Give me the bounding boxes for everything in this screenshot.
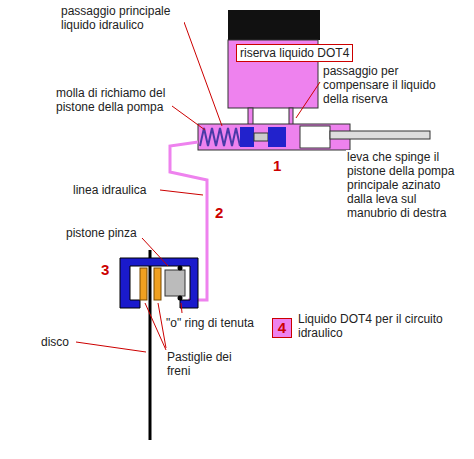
part-label: Pastiglie dei freni: [166, 350, 248, 378]
part-label: pistone pinza: [65, 226, 138, 240]
brake-pad: [140, 268, 147, 300]
part-label: riserva liquido DOT4: [236, 44, 353, 62]
legend-swatch: 4: [272, 318, 292, 338]
o-ring: [178, 296, 183, 301]
piston-rod: [254, 133, 268, 141]
disc: [149, 250, 152, 440]
return-spring: [200, 128, 240, 146]
o-ring: [178, 266, 183, 271]
callout-number: 2: [214, 205, 224, 221]
caliper: [120, 258, 198, 308]
part-label: disco: [40, 335, 70, 349]
part-label: molla di richiamo del pistone della pomp…: [55, 86, 172, 114]
piston-seat: [300, 126, 330, 148]
master-cylinder: [198, 124, 350, 150]
pump-piston: [268, 127, 286, 147]
callout-number: 3: [100, 262, 110, 278]
pump-piston: [240, 127, 254, 147]
main-passage: [248, 108, 253, 125]
part-label: passaggio principale liquido idraulico: [60, 4, 184, 32]
legend-text: Liquido DOT4 per il circuito idraulico: [298, 312, 448, 340]
part-label: "o" ring di tenuta: [165, 316, 255, 330]
part-label: linea idraulica: [72, 183, 147, 197]
compensation-passage: [289, 108, 293, 125]
part-label: passaggio per compensare il liquido dell…: [322, 64, 459, 106]
caliper-piston: [165, 270, 185, 296]
lever-rod: [330, 131, 430, 139]
callout-number: 1: [272, 158, 282, 174]
reservoir-cap: [228, 10, 320, 40]
callout-number: 4: [273, 320, 291, 336]
brake-pad: [154, 268, 161, 300]
part-label: leva che spinge il pistone della pompa p…: [346, 150, 470, 220]
